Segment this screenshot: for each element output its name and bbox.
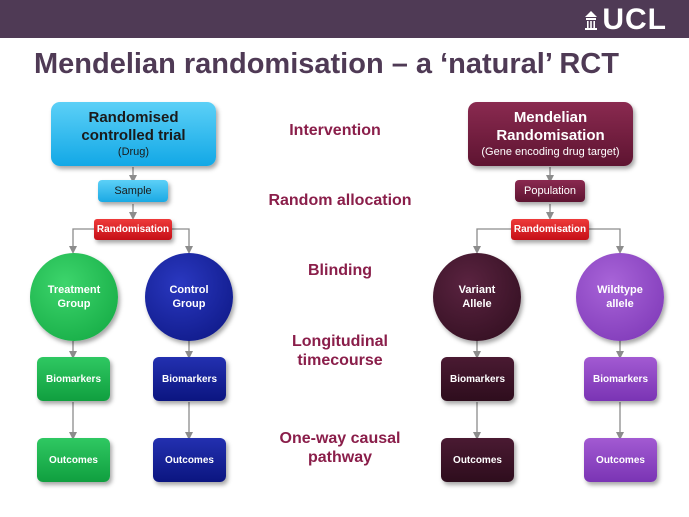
variant-biomarkers-box: Biomarkers: [441, 357, 514, 401]
wildtype-outcomes-box: Outcomes: [584, 438, 657, 482]
control-group-label: Control Group: [169, 284, 209, 310]
variant-allele-label: Variant Allele: [458, 284, 496, 310]
mr-subtitle: (Gene encoding drug target): [481, 146, 620, 158]
portico-icon: [585, 11, 598, 30]
sample-box: Sample: [98, 180, 168, 202]
slide-title: Mendelian randomisation – a ‘natural’ RC…: [34, 48, 619, 80]
control-biomarkers-box: Biomarkers: [153, 357, 226, 401]
control-outcomes-box: Outcomes: [153, 438, 226, 482]
label-blinding: Blinding: [308, 262, 372, 279]
label-random-allocation: Random allocation: [268, 192, 412, 209]
label-intervention: Intervention: [289, 122, 381, 139]
rct-randomisation-box: Randomisation: [94, 219, 172, 240]
arrow-to-wildtype: [589, 228, 624, 254]
label-one-way-causal-pathway: One-way causal pathway: [279, 430, 401, 466]
ucl-logo: UCL: [584, 5, 667, 35]
variant-allele-circle: Variant Allele: [433, 253, 521, 341]
mr-randomisation-box: Randomisation: [511, 219, 589, 240]
label-longitudinal-timecourse: Longitudinal timecourse: [292, 333, 388, 369]
arrow-to-variant: [473, 228, 511, 254]
arrow-to-treatment: [69, 228, 94, 254]
treatment-outcomes-box: Outcomes: [37, 438, 110, 482]
rct-box: Randomised controlled trial (Drug): [51, 102, 216, 166]
rct-subtitle: (Drug): [117, 146, 150, 158]
header-bar: UCL: [0, 0, 689, 38]
treatment-biomarkers-box: Biomarkers: [37, 357, 110, 401]
wildtype-allele-label: Wildtype allele: [597, 284, 643, 310]
logo-text: UCL: [602, 3, 667, 36]
variant-outcomes-box: Outcomes: [441, 438, 514, 482]
wildtype-allele-circle: Wildtype allele: [576, 253, 664, 341]
treatment-group-circle: Treatment Group: [30, 253, 118, 341]
mr-title: Mendelian Randomisation: [496, 109, 605, 144]
mr-box: Mendelian Randomisation (Gene encoding d…: [468, 102, 633, 166]
wildtype-biomarkers-box: Biomarkers: [584, 357, 657, 401]
arrow-to-control: [172, 228, 193, 254]
rct-title: Randomised controlled trial: [81, 109, 186, 144]
treatment-group-label: Treatment Group: [47, 284, 101, 310]
population-box: Population: [515, 180, 585, 202]
control-group-circle: Control Group: [145, 253, 233, 341]
